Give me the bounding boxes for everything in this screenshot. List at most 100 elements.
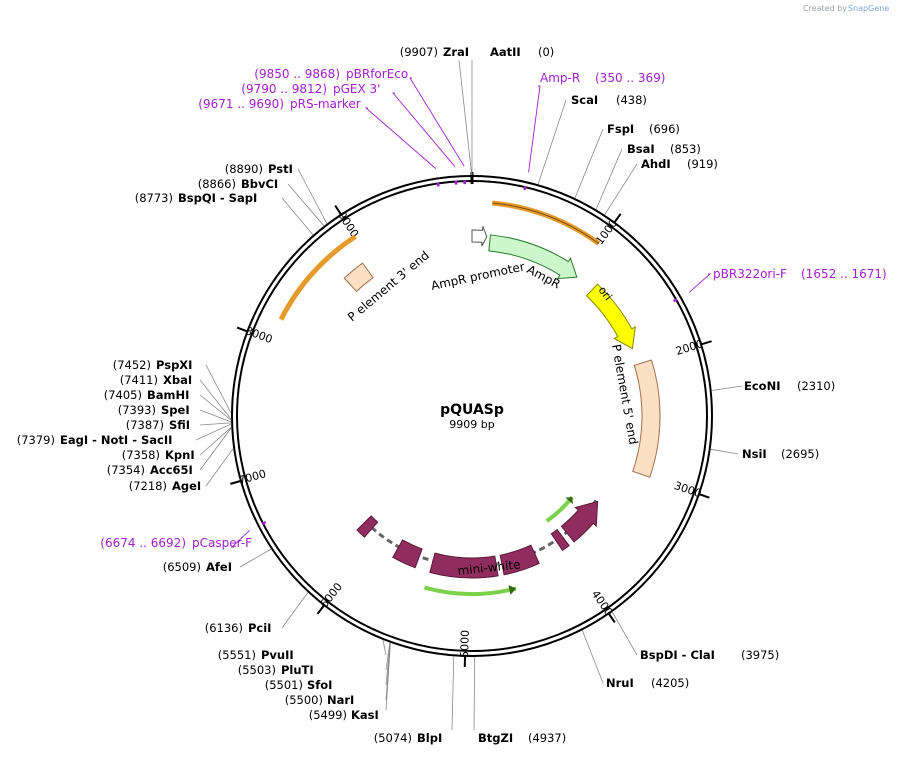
primer-name-prs-marker: pRS-marker <box>290 97 361 111</box>
site-pos-blpi: (5074) <box>374 731 412 745</box>
mini-white-exon-2 <box>550 528 570 552</box>
feature-p-element-3 <box>343 262 374 293</box>
tick-label: 4000 <box>589 588 616 618</box>
site-leader-line <box>595 148 623 210</box>
site-name-bspdi-clai: BspDI - ClaI <box>640 648 715 662</box>
primer-leader-line <box>392 92 456 167</box>
site-name-econi: EcoNI <box>744 379 780 393</box>
site-leader-line <box>473 656 476 731</box>
tick-label: 2000 <box>674 337 705 358</box>
feature-green-arrow-bottom-head <box>508 585 517 595</box>
site-leader-line <box>458 59 473 176</box>
primer-range-pcasper-f: (6674 .. 6692) <box>100 536 186 550</box>
site-pos-bsai: (853) <box>670 142 701 156</box>
site-leader-line <box>382 639 387 656</box>
site-pos-btgzi: (4937) <box>528 731 566 745</box>
site-leader-line <box>281 197 314 236</box>
site-leader-line <box>199 427 232 471</box>
site-name-bsai: BsaI <box>627 142 655 156</box>
primer-range-pbr322ori-f: (1652 .. 1671) <box>801 267 887 281</box>
site-name-aatii: AatII <box>490 45 521 59</box>
site-leader-line <box>199 379 232 420</box>
site-pos-nsii: (2695) <box>781 447 819 461</box>
site-leader-line <box>297 168 328 224</box>
site-name-scai: ScaI <box>571 93 598 107</box>
site-name-bspqi-sapi: BspQI - SapI <box>178 191 257 205</box>
primer-range-amp-r: (350 .. 369) <box>595 71 665 85</box>
site-pos-aatii: (0) <box>538 45 554 59</box>
feature-arc-orange-left <box>278 234 357 321</box>
primer-name-amp-r: Amp-R <box>540 71 580 85</box>
site-leader-line <box>537 99 567 185</box>
site-pos-psti: (8890) <box>225 162 263 176</box>
site-pos-scai: (438) <box>616 93 647 107</box>
site-leader-line <box>611 611 638 656</box>
site-leader-line <box>385 642 391 671</box>
tick-mark <box>316 604 326 615</box>
feature-ampr <box>488 234 578 280</box>
site-pos-pcii: (6136) <box>205 621 243 635</box>
site-pos-bspdi-clai: (3975) <box>741 648 779 662</box>
site-name-psti: PstI <box>268 162 293 176</box>
primer-leader-line <box>528 85 541 173</box>
tick-mark <box>613 213 622 224</box>
primer-name-pgex3: pGEX 3' <box>333 82 380 96</box>
site-leader-line <box>574 128 604 199</box>
site-leader-line <box>205 364 232 414</box>
site-pos-pvuii: (5551) <box>218 648 256 662</box>
mini-white-exon-1 <box>560 500 599 543</box>
site-pos-eagi-noti-sacii: (7379) <box>17 433 55 447</box>
site-pos-sfii: (7387) <box>126 418 164 432</box>
site-name-zrai: ZraI <box>443 45 469 59</box>
primer-range-pbrforeco: (9850 .. 9868) <box>254 67 340 81</box>
site-name-bbvci: BbvCI <box>241 177 278 191</box>
site-name-nari: NarI <box>327 693 354 707</box>
site-leader-line <box>604 163 638 215</box>
feature-label-p-element-5: P element 5' end <box>609 343 640 446</box>
site-pos-nari: (5500) <box>285 693 323 707</box>
site-name-xbai: XbaI <box>163 373 192 387</box>
site-pos-ahdi: (919) <box>687 157 718 171</box>
feature-green-arrow-bottom <box>424 585 517 596</box>
site-name-pcii: PciI <box>248 621 271 635</box>
credit-prefix: Created by <box>803 4 847 13</box>
site-leader-line <box>199 426 232 456</box>
site-pos-pluti: (5503) <box>238 663 276 677</box>
site-name-eagi-noti-sacii: EagI - NotI - SacII <box>60 433 172 447</box>
site-name-kpni: KpnI <box>165 448 195 462</box>
plasmid-name: pQUASp <box>440 402 504 418</box>
site-leader-line <box>199 394 232 421</box>
site-pos-spei: (7393) <box>118 403 156 417</box>
site-name-blpi: BlpI <box>417 731 442 745</box>
site-name-agei: AgeI <box>172 479 201 493</box>
site-leader-line <box>451 656 455 731</box>
site-leader-line <box>385 642 391 686</box>
primer-range-prs-marker: (9671 .. 9690) <box>198 97 284 111</box>
feature-label-ampr-promoter: AmpR promoter <box>430 259 526 293</box>
primer-leader-line <box>230 529 250 548</box>
site-name-bamhi: BamHI <box>147 388 189 402</box>
site-name-sfii: SfiI <box>169 418 190 432</box>
site-name-afei: AfeI <box>206 560 232 574</box>
site-pos-zrai: (9907) <box>400 45 438 59</box>
feature-p-element-5 <box>632 359 661 478</box>
site-pos-fspi: (696) <box>649 122 680 136</box>
site-leader-line <box>281 592 309 629</box>
leader-lines <box>195 59 743 731</box>
tick-mark <box>236 326 248 333</box>
mini-white-exon-4 <box>429 552 499 579</box>
feature-label-mini-white: mini-white <box>457 557 521 578</box>
site-pos-kasi: (5499) <box>309 708 347 722</box>
site-name-sfoi: SfoI <box>307 678 332 692</box>
primer-name-pcasper-f: pCasper-F <box>192 536 252 550</box>
feature-ori <box>585 283 636 350</box>
site-name-pvuii: PvuII <box>261 648 294 662</box>
tick-mark <box>607 612 616 623</box>
site-pos-xbai: (7411) <box>120 373 158 387</box>
feature-arc-orange-top-edge <box>492 202 600 245</box>
credit-brand: SnapGene <box>848 4 889 13</box>
plasmid-size: 9909 bp <box>449 418 494 431</box>
primer-leader-line <box>688 273 712 293</box>
mini-white-exon-6 <box>356 515 379 538</box>
